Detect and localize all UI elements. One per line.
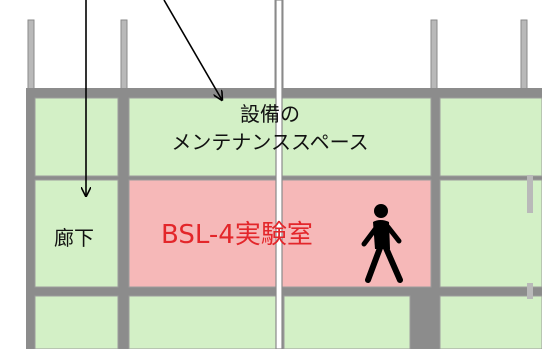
center-pipe: [275, 0, 283, 349]
room-cells: [34, 97, 542, 349]
maintenance-label-line2: メンテナンススペース: [171, 130, 369, 154]
window-strips: [527, 175, 533, 299]
arrow-icon: [163, 0, 222, 100]
walking-person-icon: [361, 204, 403, 283]
corridor-label: 廊下: [54, 226, 94, 250]
maintenance-space-label: 設備の メンテナンススペース: [120, 100, 420, 156]
lab-label: BSL-4実験室: [161, 220, 313, 250]
maintenance-label-line1: 設備の: [240, 102, 300, 126]
